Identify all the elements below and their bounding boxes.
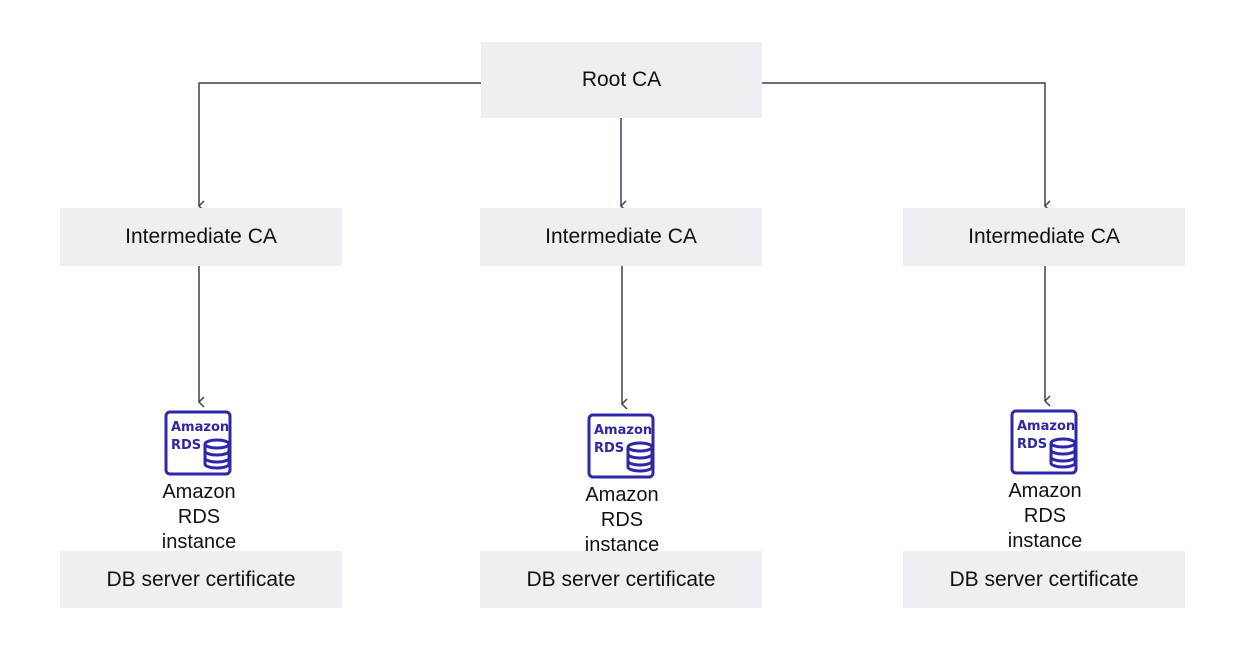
- db-server-certificate-label: DB server certificate: [106, 567, 296, 591]
- rds-instance-label-line1: Amazon RDS: [162, 481, 236, 528]
- amazon-rds-icon: Amazon RDS: [587, 413, 655, 479]
- rds-instance-label-line2: instance: [1007, 530, 1083, 552]
- db-server-certificate-label: DB server certificate: [526, 567, 716, 591]
- intermediate-ca-label: Intermediate CA: [125, 225, 277, 248]
- intermediate-ca-label: Intermediate CA: [968, 225, 1120, 248]
- rds-icon-text-line1: Amazon: [1017, 419, 1075, 434]
- db-server-certificate-box-3: DB server certificate: [903, 551, 1185, 608]
- connector-root-to-intermediate-3: [762, 82, 1051, 212]
- intermediate-ca-label: Intermediate CA: [545, 225, 697, 248]
- db-server-certificate-box-1: DB server certificate: [60, 551, 342, 608]
- rds-icon-text-line2: RDS: [1017, 437, 1047, 452]
- rds-icon-text-line1: Amazon: [594, 423, 652, 438]
- connector-root-to-intermediate-1: [197, 82, 481, 212]
- intermediate-ca-box-2: Intermediate CA: [480, 208, 762, 266]
- rds-instance-label-line1: Amazon RDS: [1008, 480, 1082, 527]
- intermediate-ca-box-3: Intermediate CA: [903, 208, 1185, 266]
- rds-instance-3: Amazon RDS Amazon RDS instance: [985, 409, 1105, 554]
- db-server-certificate-label: DB server certificate: [949, 567, 1139, 591]
- rds-instance-1: Amazon RDS Amazon RDS instance: [139, 410, 259, 555]
- rds-instance-label-line1: Amazon RDS: [585, 484, 659, 531]
- amazon-rds-icon: Amazon RDS: [1010, 409, 1078, 475]
- rds-instance-label-line2: instance: [584, 534, 660, 556]
- rds-instance-2: Amazon RDS Amazon RDS instance: [562, 413, 682, 558]
- rds-icon-text-line2: RDS: [594, 441, 624, 456]
- rds-instance-label-line2: instance: [161, 531, 237, 553]
- amazon-rds-icon: Amazon RDS: [164, 410, 232, 476]
- root-ca-box: Root CA: [481, 42, 762, 118]
- rds-icon-text-line1: Amazon: [171, 420, 229, 435]
- root-ca-label: Root CA: [581, 68, 662, 91]
- intermediate-ca-box-1: Intermediate CA: [60, 208, 342, 266]
- db-server-certificate-box-2: DB server certificate: [480, 551, 762, 608]
- rds-icon-text-line2: RDS: [171, 438, 201, 453]
